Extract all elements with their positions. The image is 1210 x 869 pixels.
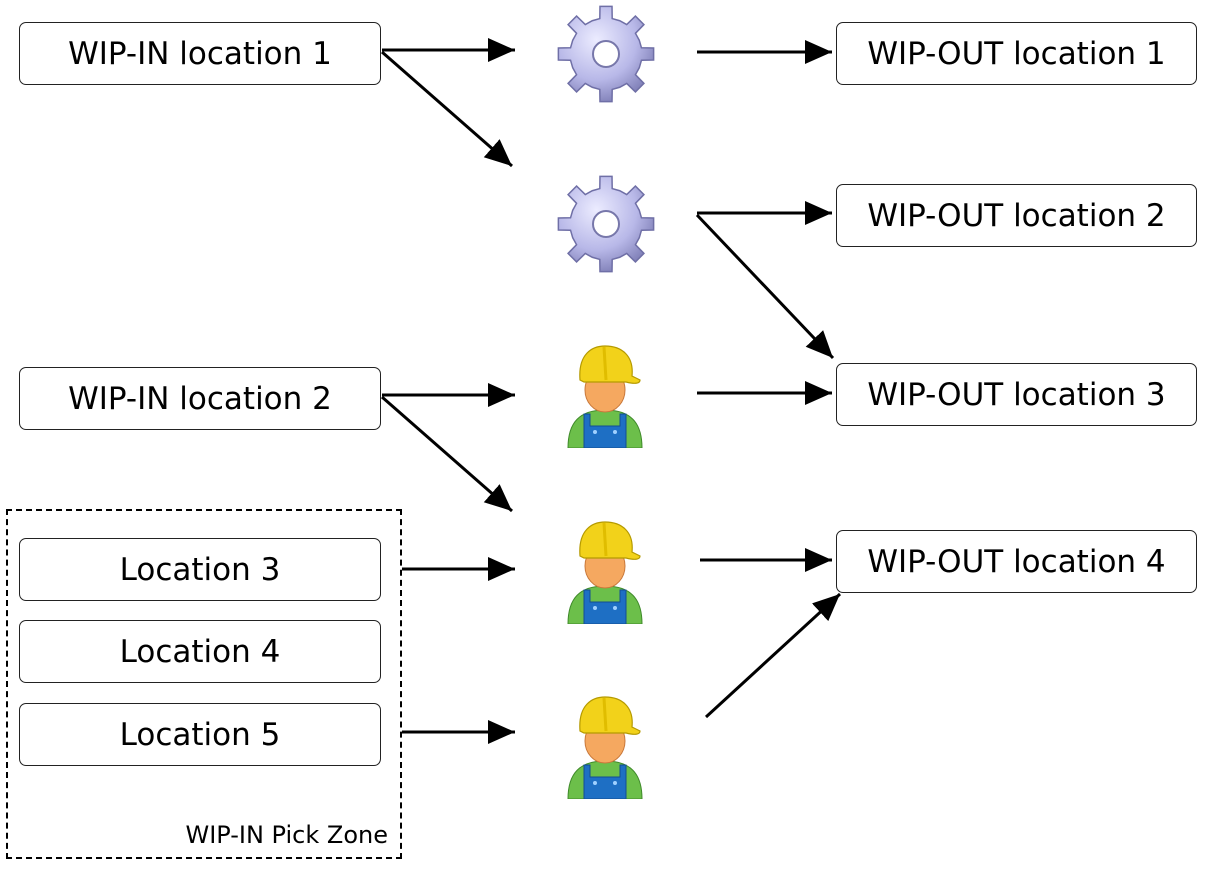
wip-out-location-3-label: WIP-OUT location 3 [867, 376, 1166, 413]
arrow-in2-worker2 [381, 395, 513, 513]
wip-in-location-1[interactable]: WIP-IN location 1 [19, 22, 381, 85]
wip-out-location-2[interactable]: WIP-OUT location 2 [836, 184, 1197, 247]
wip-out-location-4-label: WIP-OUT location 4 [867, 543, 1166, 580]
wip-in-location-1-label: WIP-IN location 1 [68, 35, 332, 72]
gear-icon [557, 175, 655, 273]
wip-in-pick-zone: WIP-IN Pick Zone [6, 509, 402, 859]
wip-in-location-2[interactable]: WIP-IN location 2 [19, 367, 381, 430]
worker-icon [567, 345, 643, 448]
wip-in-location-2-label: WIP-IN location 2 [68, 380, 332, 417]
location-3-label: Location 3 [119, 551, 281, 588]
location-4-label: Location 4 [119, 633, 281, 670]
wip-out-location-1[interactable]: WIP-OUT location 1 [836, 22, 1197, 85]
location-5-label: Location 5 [119, 716, 281, 753]
wip-out-location-4[interactable]: WIP-OUT location 4 [836, 530, 1197, 593]
wip-out-location-3[interactable]: WIP-OUT location 3 [836, 363, 1197, 426]
pick-zone-label: WIP-IN Pick Zone [185, 821, 388, 849]
gear-icon [557, 5, 655, 103]
location-5[interactable]: Location 5 [19, 703, 381, 766]
arrow-worker3-out4 [704, 592, 842, 719]
wip-out-location-2-label: WIP-OUT location 2 [867, 197, 1166, 234]
worker-icon [567, 696, 643, 799]
location-3[interactable]: Location 3 [19, 538, 381, 601]
arrow-machine2-out3 [695, 213, 835, 360]
wip-out-location-1-label: WIP-OUT location 1 [867, 35, 1166, 72]
location-4[interactable]: Location 4 [19, 620, 381, 683]
arrow-in1-machine2 [381, 50, 513, 168]
worker-icon [567, 521, 643, 624]
